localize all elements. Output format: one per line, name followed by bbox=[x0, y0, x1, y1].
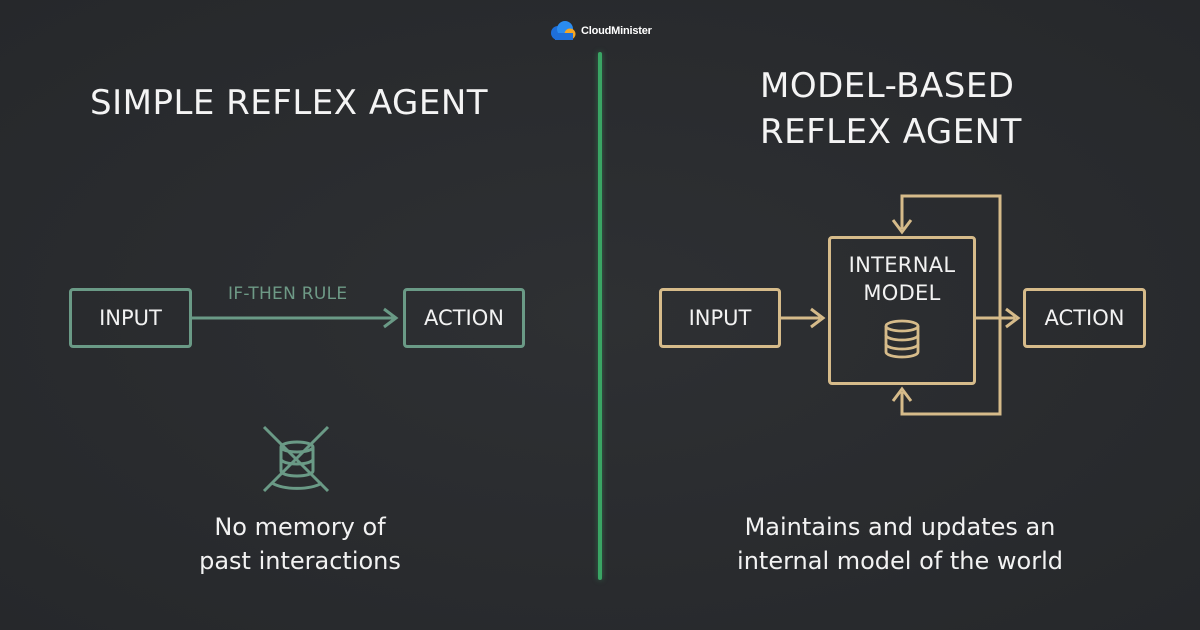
if-then-rule-label: IF-THEN RULE bbox=[228, 284, 348, 304]
right-caption-line-2: internal model of the world bbox=[737, 547, 1063, 575]
brand-name: CloudMinister bbox=[581, 25, 652, 37]
right-action-label: ACTION bbox=[1044, 306, 1125, 330]
right-input-box: INPUT bbox=[659, 288, 781, 348]
left-action-label: ACTION bbox=[424, 306, 504, 330]
internal-model-box: INTERNAL MODEL bbox=[828, 236, 976, 385]
center-divider bbox=[598, 52, 602, 580]
right-action-box: ACTION bbox=[1023, 288, 1146, 348]
model-based-title-line-1: MODEL-BASED bbox=[760, 66, 1015, 106]
left-caption-line-1: No memory of bbox=[214, 513, 386, 541]
right-caption-line-1: Maintains and updates an bbox=[744, 513, 1056, 541]
database-icon bbox=[884, 319, 920, 359]
internal-model-label-line-1: INTERNAL bbox=[848, 253, 956, 277]
left-caption: No memory of past interactions bbox=[150, 510, 450, 578]
right-input-label: INPUT bbox=[688, 306, 752, 330]
left-caption-line-2: past interactions bbox=[199, 547, 401, 575]
cloud-logo-icon bbox=[551, 21, 576, 40]
internal-model-label-line-2: MODEL bbox=[863, 281, 941, 305]
no-memory-crossed-database-icon bbox=[262, 425, 330, 493]
brand-logo: CloudMinister bbox=[549, 18, 652, 44]
simple-reflex-title: SIMPLE REFLEX AGENT bbox=[90, 83, 489, 123]
left-action-box: ACTION bbox=[403, 288, 525, 348]
left-input-box: INPUT bbox=[69, 288, 192, 348]
right-caption: Maintains and updates an internal model … bbox=[690, 510, 1110, 578]
model-based-title-line-2: REFLEX AGENT bbox=[760, 112, 1022, 152]
left-input-label: INPUT bbox=[99, 306, 162, 330]
